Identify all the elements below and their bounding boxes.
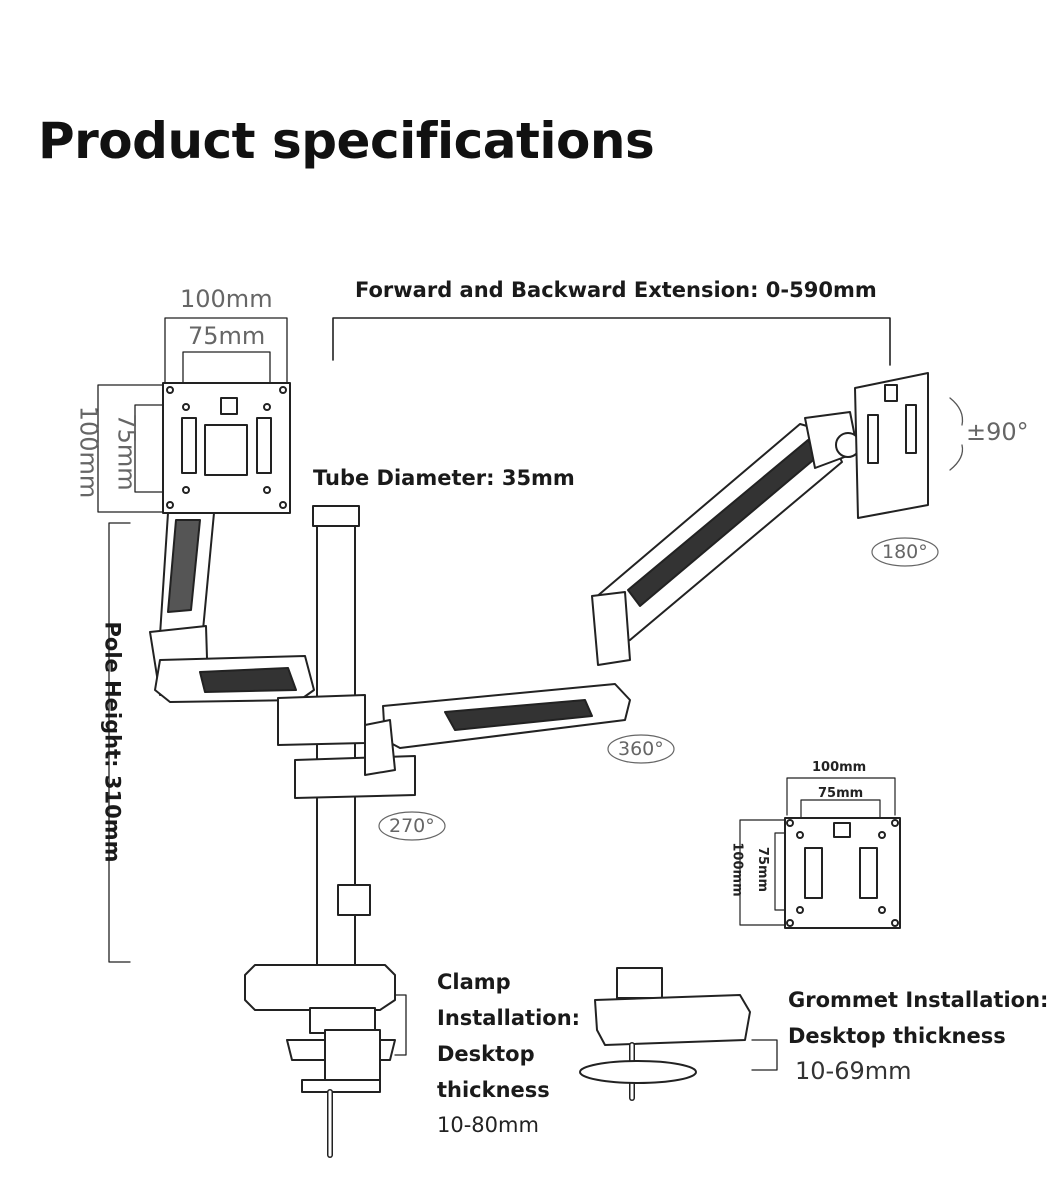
clamp-label-3: Desktop [437, 1042, 535, 1066]
vesa-top-outer-height: 100mm [74, 405, 103, 499]
small-vesa-plate [739, 777, 901, 929]
extension-label: Forward and Backward Extension: 0-590mm [355, 278, 877, 302]
vesa-small-inner-width: 75mm [818, 786, 864, 801]
clamp [244, 964, 407, 1158]
right-arm-upper [591, 411, 861, 666]
pole-height-bracket [108, 522, 131, 963]
grommet [579, 967, 778, 1101]
right-arm-lower [364, 683, 631, 776]
tilt-arrows [949, 397, 964, 471]
grommet-label-1: Grommet Installation: [788, 988, 1049, 1012]
right-vesa-plate [854, 372, 929, 519]
vesa-top-outer-width: 100mm [180, 285, 273, 313]
vesa-top-inner-width: 75mm [188, 322, 266, 350]
rotation-marks [378, 537, 939, 841]
left-vesa-plate [162, 382, 291, 514]
vesa-top-inner-height: 75mm [112, 413, 141, 491]
clamp-value: 10-80mm [437, 1113, 539, 1137]
vesa-small-outer-height: 100mm [729, 842, 745, 897]
vesa-small-outer-width: 100mm [812, 760, 867, 775]
tilt-label: ±90° [966, 418, 1029, 446]
clamp-label-1: Clamp [437, 970, 511, 994]
page-title: Product specifications [38, 112, 655, 170]
left-arm [149, 512, 315, 703]
extension-bracket [332, 317, 891, 366]
tube [277, 505, 416, 973]
clamp-label-4: thickness [437, 1078, 550, 1102]
grommet-value: 10-69mm [795, 1057, 912, 1085]
vesa-small-inner-height: 75mm [755, 846, 771, 893]
vesa-top-dimension-lines [97, 317, 288, 513]
clamp-label-2: Installation: [437, 1006, 581, 1030]
rotate-360-label: 360° [618, 738, 664, 760]
grommet-label-2: Desktop thickness [788, 1024, 1006, 1048]
rotate-270-label: 270° [389, 815, 435, 837]
pole-height-label: Pole Height: 310mm [100, 621, 125, 863]
rotate-180-label: 180° [882, 541, 928, 563]
tube-diameter-label: Tube Diameter: 35mm [313, 466, 575, 490]
